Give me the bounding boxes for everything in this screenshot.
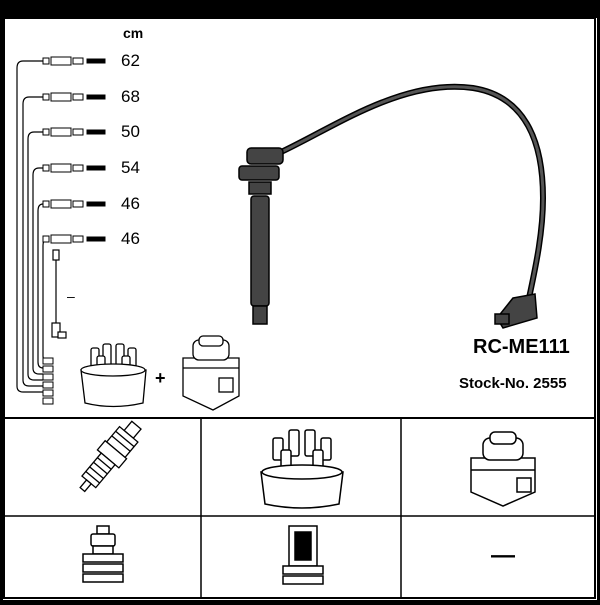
length-label-2: 68 <box>121 87 140 106</box>
stock-number: Stock-No. 2555 <box>459 375 567 392</box>
cable-line-3 <box>27 131 43 381</box>
length-label-4: 54 <box>121 158 140 177</box>
boot-end-6 <box>42 234 106 244</box>
ignition-coil-icon <box>182 335 240 411</box>
diagram-panel: cm 62 68 50 54 46 46 – <box>3 17 597 600</box>
part-number: RC-ME111 <box>473 336 570 358</box>
extra-lead-dash: – <box>67 288 75 304</box>
spark-plug-boot-icon <box>238 147 284 325</box>
cable-line-4 <box>32 167 43 375</box>
cable-bundle <box>16 60 51 393</box>
cable-line-1 <box>16 60 43 393</box>
bundle-connectors <box>42 357 54 405</box>
boot-end-4 <box>42 163 106 173</box>
extra-lead <box>51 249 67 339</box>
cable-ends <box>42 56 106 244</box>
length-label-1: 62 <box>121 51 140 70</box>
empty-cell-dash: — <box>491 542 515 569</box>
plus-sign: + <box>155 368 166 388</box>
diagram-canvas: cm 62 68 50 54 46 46 – <box>3 17 596 599</box>
distributor-cap-icon <box>80 343 147 408</box>
boot-end-1 <box>42 56 106 66</box>
unit-label: cm <box>123 25 143 41</box>
cable-line-6 <box>42 238 51 363</box>
socket-connector-icon <box>282 525 324 585</box>
boot-end-3 <box>42 127 106 137</box>
length-label-6: 46 <box>121 229 140 248</box>
coil-boot-icon <box>494 293 538 329</box>
terminal-connector-icon <box>82 525 124 583</box>
outer-frame <box>3 17 596 599</box>
length-label-5: 46 <box>121 194 140 213</box>
length-label-3: 50 <box>121 122 140 141</box>
cable-line-5 <box>37 203 47 369</box>
spark-plug-icon <box>79 420 142 493</box>
boot-end-2 <box>42 92 106 102</box>
boot-end-5 <box>42 199 106 209</box>
distributor-cap-grid-icon <box>260 429 344 509</box>
ignition-coil-grid-icon <box>470 431 536 507</box>
cable-line-2 <box>22 96 43 387</box>
ignition-lead <box>277 83 547 304</box>
